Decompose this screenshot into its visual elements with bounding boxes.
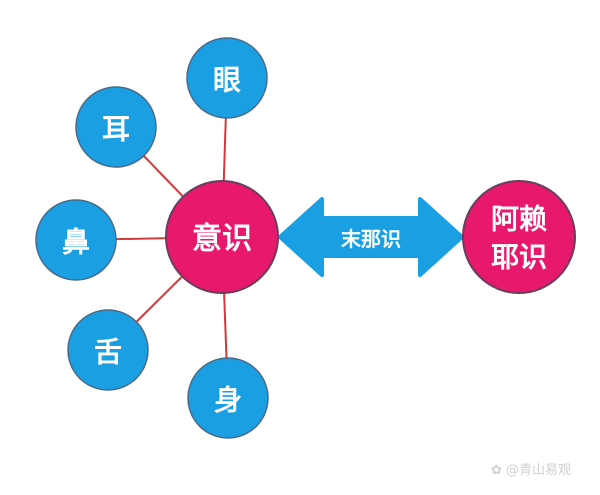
alaya-label-line1: 阿赖: [491, 203, 547, 236]
sense-node-ear: 耳: [75, 86, 157, 168]
sense-label: 舌: [94, 336, 122, 369]
sense-label: 鼻: [62, 226, 90, 259]
watermark-text: @青山易观: [506, 463, 571, 478]
paw-icon: ✿: [491, 463, 502, 478]
watermark: ✿ @青山易观: [491, 463, 571, 478]
center-label: 意识: [192, 222, 252, 257]
sense-node-body: 身: [187, 357, 269, 439]
sense-label: 耳: [102, 113, 130, 146]
sense-node-eye: 眼: [186, 37, 268, 119]
sense-node-tongue: 舌: [67, 309, 149, 391]
sense-node-nose: 鼻: [35, 199, 117, 281]
sense-label: 眼: [213, 64, 241, 97]
center-node: 意识: [165, 180, 279, 294]
sense-label: 身: [214, 384, 242, 417]
alaya-label-line2: 耶识: [491, 241, 547, 274]
alaya-node: 阿赖 耶识: [462, 180, 576, 294]
arrow-label: 末那识: [341, 227, 401, 251]
double-arrow: 末那识: [278, 197, 464, 277]
